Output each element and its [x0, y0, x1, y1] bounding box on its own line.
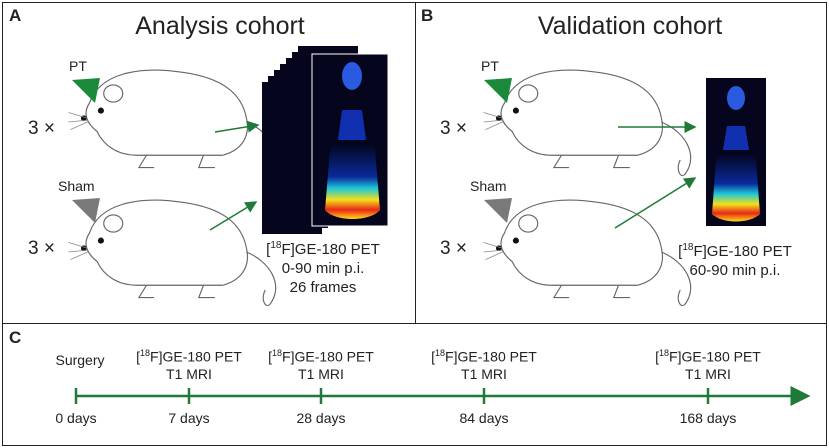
arrow-a-bottom	[209, 201, 258, 231]
panel-a-label: A	[9, 6, 22, 25]
caption-b-sup: 18	[682, 242, 694, 253]
event-28-tracer: F]GE-180 PET	[282, 348, 374, 365]
panel-c	[2, 323, 827, 446]
event-168: [18F]GE-180 PET T1 MRI	[648, 345, 768, 383]
caption-a-time: 0-90 min p.i.	[281, 260, 365, 277]
mouse-sham-a	[68, 199, 277, 307]
panel-a-title: Analysis cohort	[135, 12, 305, 40]
caption-a-sup: 18	[270, 240, 282, 251]
multiplier-pt-b: 3 ×	[440, 118, 467, 139]
event-28-sup: 18	[272, 348, 283, 358]
multiplier-sham-b: 3 ×	[440, 238, 467, 259]
caption-b: [18F]GE-180 PET 60-90 min p.i.	[660, 238, 810, 280]
panel-b-label: B	[421, 6, 434, 25]
event-surgery: Surgery	[55, 352, 105, 368]
tag-sham-b: Sham	[470, 178, 507, 194]
day-28: 28 days	[296, 410, 346, 426]
pet-frame-stack	[262, 46, 389, 234]
tag-pt-b: PT	[481, 58, 499, 74]
day-0: 0 days	[55, 410, 97, 426]
event-7: [18F]GE-180 PET T1 MRI	[129, 345, 249, 383]
sham-pointer-b	[484, 198, 512, 223]
multiplier-sham-a: 3 ×	[28, 238, 55, 259]
mouse-pt-b	[483, 69, 692, 177]
event-7-sup: 18	[140, 348, 151, 358]
event-28: [18F]GE-180 PET T1 MRI	[261, 345, 381, 383]
panel-b-title: Validation cohort	[537, 12, 723, 40]
caption-b-time: 60-90 min p.i.	[689, 262, 781, 279]
event-84-tracer: F]GE-180 PET	[445, 348, 537, 365]
event-84-mri: T1 MRI	[461, 365, 507, 382]
multiplier-pt-a: 3 ×	[28, 118, 55, 139]
event-168-mri: T1 MRI	[685, 365, 731, 382]
caption-b-tracer: F]GE-180 PET	[693, 243, 792, 260]
event-28-mri: T1 MRI	[298, 365, 344, 382]
day-168: 168 days	[679, 410, 737, 426]
event-84-sup: 18	[435, 348, 446, 358]
caption-a-frames: 26 frames	[289, 279, 357, 296]
sham-pointer-a	[72, 198, 100, 223]
pet-image-validation	[706, 78, 766, 226]
event-84: [18F]GE-180 PET T1 MRI	[424, 345, 544, 383]
mouse-pt-a	[68, 69, 277, 177]
day-7: 7 days	[168, 410, 210, 426]
arrow-a-top	[214, 120, 260, 133]
event-7-tracer: F]GE-180 PET	[150, 348, 242, 365]
pt-pointer-a	[72, 78, 100, 103]
caption-a: [18F]GE-180 PET 0-90 min p.i. 26 frames	[248, 236, 398, 297]
arrow-b-bottom	[614, 177, 697, 229]
event-7-mri: T1 MRI	[166, 365, 212, 382]
tag-pt-a: PT	[69, 58, 87, 74]
event-168-tracer: F]GE-180 PET	[669, 348, 761, 365]
day-84: 84 days	[459, 410, 509, 426]
event-168-sup: 18	[659, 348, 670, 358]
tag-sham-a: Sham	[58, 178, 95, 194]
panel-c-label: C	[9, 328, 22, 347]
caption-a-tracer: F]GE-180 PET	[281, 241, 380, 258]
pt-pointer-b	[484, 78, 512, 103]
